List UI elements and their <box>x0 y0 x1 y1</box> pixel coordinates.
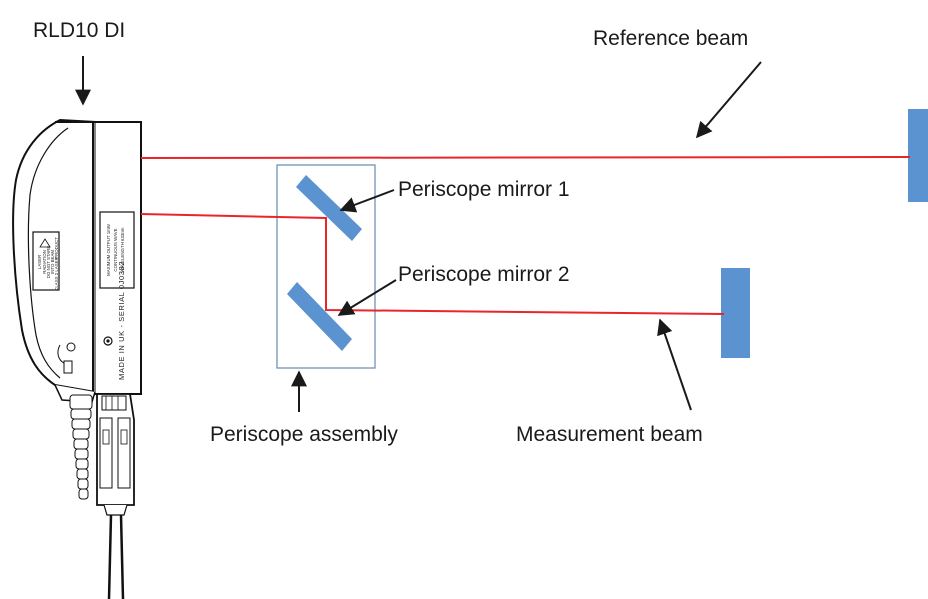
warning-label-text: LASER RADIATION DO NOT STARE INTO BEAM C… <box>37 237 59 291</box>
periscope-mirror-2 <box>287 282 352 351</box>
reference-beam-label: Reference beam <box>593 27 748 50</box>
measurement-beam-arrow <box>657 318 692 411</box>
warning-line: LASER <box>37 255 42 269</box>
reference-beam-arrow <box>695 61 762 139</box>
reference-beam-line <box>140 156 911 159</box>
mirror1-label: Periscope mirror 1 <box>398 178 570 201</box>
output-label <box>99 211 135 289</box>
warning-line: INTO BEAM <box>50 250 55 274</box>
output-line: CONTINUOUS WAVE <box>113 228 118 271</box>
mirror1-arrow <box>339 189 395 213</box>
assembly-label: Periscope assembly <box>210 423 398 446</box>
serial-text: MADE IN UK - SERIAL 0J0382 <box>117 261 126 380</box>
warning-line: RADIATION <box>42 250 47 274</box>
output-line: MAXIMUM OUTPUT 1mW <box>106 223 111 276</box>
periscope-mirror-1 <box>296 175 362 241</box>
laser-head-icon <box>12 118 142 403</box>
warning-line: CLASS 2 LASER <box>54 257 59 291</box>
output-line: WAVELENGTH 633nm <box>120 227 125 272</box>
mirror2-label: Periscope mirror 2 <box>398 263 570 286</box>
periscope-assembly-box <box>276 164 376 369</box>
warning-line: PRODUCT <box>54 237 59 259</box>
mirror2-arrow <box>337 279 397 316</box>
reference-target <box>908 109 928 202</box>
warning-line: DO NOT STARE <box>46 246 51 279</box>
measurement-target <box>721 268 750 358</box>
warning-label <box>32 231 60 291</box>
measurement-beam-line <box>140 213 725 315</box>
output-label-text: MAXIMUM OUTPUT 1mW CONTINUOUS WAVE WAVEL… <box>106 223 125 276</box>
device-label: RLD10 DI <box>33 19 125 42</box>
cable-connector-icon <box>69 393 135 599</box>
measurement-beam-label: Measurement beam <box>516 423 703 446</box>
